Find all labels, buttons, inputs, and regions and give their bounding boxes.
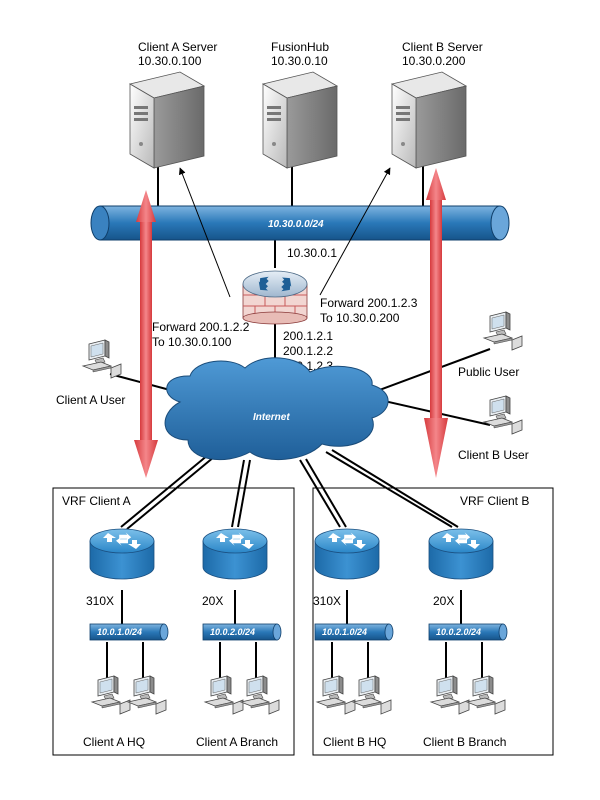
client-a-user-label: Client A User: [56, 393, 125, 407]
client-b-user-workstation-icon: [483, 395, 523, 435]
client-a-hq-pc-2-icon: [127, 675, 167, 715]
vrf-client-b-box: [312, 487, 554, 756]
vrf-b-router-2-model: 20X: [433, 594, 454, 608]
client-a-server-icon: [129, 71, 205, 169]
vrf-b-lan-2-subnet: 10.0.2.0/24: [436, 627, 481, 637]
vrf-b-lan-2-segment: 10.0.2.0/24: [428, 623, 508, 641]
vrf-client-b-title: VRF Client B: [460, 494, 529, 508]
vrf-b-lan-1-subnet: 10.0.1.0/24: [322, 627, 367, 637]
forward-b-line1: Forward 200.1.2.3: [320, 296, 418, 310]
client-a-branch-label: Client A Branch: [196, 735, 278, 749]
forward-b-line2: To 10.30.0.200: [320, 311, 400, 325]
client-a-hq-label: Client A HQ: [83, 735, 145, 749]
client-a-user-workstation-icon: [82, 339, 122, 379]
client-b-hq-pc-2-icon: [352, 675, 392, 715]
client-b-flow-arrow: [424, 168, 448, 478]
vrf-a-router-1-icon: [89, 528, 155, 580]
client-b-hq-pc-1-icon: [316, 675, 356, 715]
public-ip-1: 200.1.2.1: [283, 329, 333, 343]
forward-arrows: [179, 167, 391, 298]
vrf-client-a-title: VRF Client A: [62, 494, 131, 508]
client-a-server-name: Client A Server: [138, 40, 217, 54]
vrf-a-lan-2-segment: 10.0.2.0/24: [202, 623, 282, 641]
client-b-server-name: Client B Server: [402, 40, 483, 54]
public-user-workstation-icon: [483, 311, 523, 351]
vrf-b-router-2-icon: [428, 528, 494, 580]
client-a-server-ip: 10.30.0.100: [138, 54, 202, 68]
vrf-a-router-2-icon: [202, 528, 268, 580]
vrf-b-router-1-icon: [314, 528, 380, 580]
client-b-server-ip: 10.30.0.200: [402, 54, 466, 68]
client-b-user-label: Client B User: [458, 448, 529, 462]
firewall-router-icon: [242, 270, 308, 325]
vrf-b-lan-1-segment: 10.0.1.0/24: [314, 623, 394, 641]
client-a-branch-pc-1-icon: [204, 675, 244, 715]
backbone-segment: 10.30.0.0/24: [90, 205, 510, 241]
client-b-hq-label: Client B HQ: [323, 735, 386, 749]
client-a-flow-arrow: [134, 190, 158, 478]
forward-a-line2: To 10.30.0.100: [152, 335, 232, 349]
vrf-b-router-1-model: 310X: [313, 594, 341, 608]
public-user-label: Public User: [458, 365, 519, 379]
vrf-client-a-box: [52, 487, 295, 756]
server-uplinks: [157, 165, 424, 378]
vrf-a-lan-1-subnet: 10.0.1.0/24: [97, 627, 142, 637]
client-a-branch-pc-2-icon: [240, 675, 280, 715]
public-ip-2: 200.1.2.2: [283, 344, 333, 358]
internet-label: Internet: [253, 412, 290, 423]
wan-links: [120, 449, 459, 530]
internet-cloud-icon: Internet: [164, 357, 389, 461]
forward-a-line1: Forward 200.1.2.2: [152, 320, 250, 334]
client-b-branch-label: Client B Branch: [423, 735, 506, 749]
fusionhub-server-icon: [262, 71, 338, 169]
vrf-a-lan-2-subnet: 10.0.2.0/24: [210, 627, 255, 637]
backbone-subnet: 10.30.0.0/24: [268, 219, 324, 230]
client-b-branch-pc-1-icon: [430, 675, 470, 715]
client-b-server-icon: [391, 71, 467, 169]
firewall-inside-ip: 10.30.0.1: [287, 246, 337, 260]
fusionhub-ip: 10.30.0.10: [271, 54, 328, 68]
vrf-a-router-1-model: 310X: [86, 594, 114, 608]
fusionhub-name: FusionHub: [271, 40, 329, 54]
client-a-hq-pc-1-icon: [91, 675, 131, 715]
client-b-branch-pc-2-icon: [466, 675, 506, 715]
vrf-a-router-2-model: 20X: [202, 594, 223, 608]
vrf-a-lan-1-segment: 10.0.1.0/24: [89, 623, 169, 641]
